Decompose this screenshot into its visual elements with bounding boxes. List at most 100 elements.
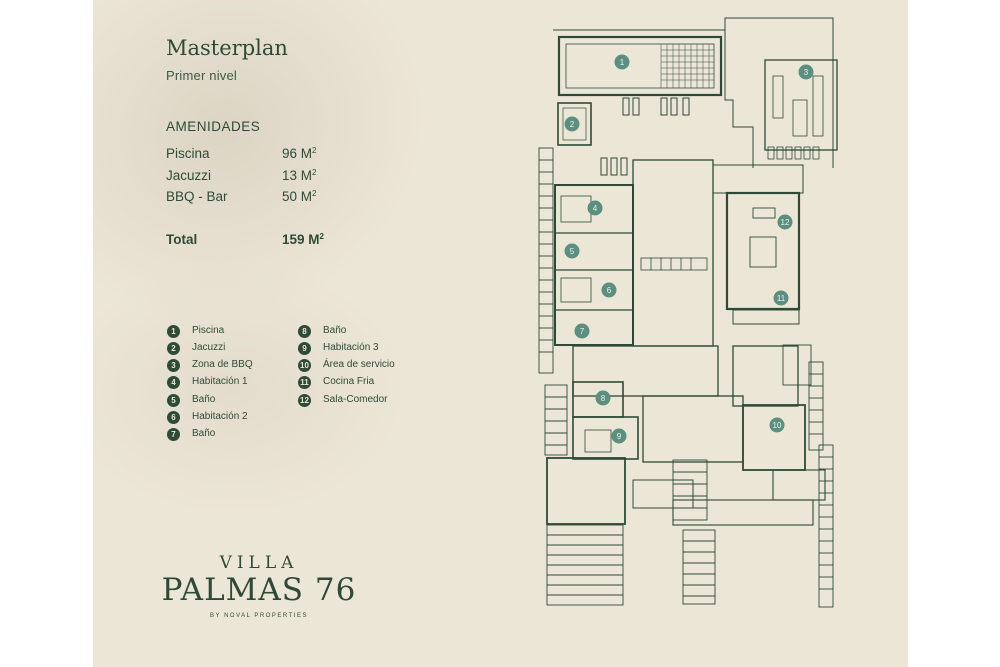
- lounger-group: [600, 97, 690, 176]
- total-unit-sup: 2: [319, 232, 324, 241]
- jacuzzi-inner: [562, 107, 587, 141]
- service-block: [732, 345, 799, 407]
- legend-label: Baño: [323, 325, 347, 336]
- legend-item: 10 Área de servicio: [298, 358, 395, 372]
- jacuzzi-outline: [557, 102, 592, 146]
- plan-marker: [564, 116, 580, 132]
- amenity-name: Piscina: [166, 146, 210, 161]
- amenity-row: Jacuzzi 13 M2: [166, 168, 316, 183]
- plan-marker-label: 10: [773, 421, 782, 430]
- legend-number-badge: 11: [298, 375, 311, 389]
- legend-label: Habitación 1: [192, 376, 248, 387]
- legend-label: Área de servicio: [323, 359, 395, 370]
- bed: [560, 277, 592, 303]
- plan-marker-label: 9: [617, 432, 622, 441]
- plan-marker-label: 5: [570, 247, 575, 256]
- service-room: [782, 344, 812, 386]
- shadow-overlay: [93, 260, 413, 520]
- legend-item: 11 Cocina Fria: [298, 375, 374, 389]
- plan-marker: [601, 282, 617, 298]
- floor-plan: 1 2 3 4 5 6 7 8 9 10 11 12: [538, 17, 838, 608]
- central-corridor: [632, 159, 714, 347]
- logo-byline: BY NOVAL PROPERTIES: [210, 613, 308, 619]
- legend-item: 9 Habitación 3: [298, 341, 379, 355]
- amenities-heading: AMENIDADES: [166, 119, 261, 134]
- plan-marker-label: 4: [593, 204, 598, 213]
- amenity-row: Piscina 96 M2: [166, 146, 316, 161]
- plan-marker: [587, 200, 603, 216]
- terrace-outline: [724, 30, 754, 168]
- plan-marker-label: 3: [804, 68, 809, 77]
- legend-number-badge: 12: [298, 393, 311, 407]
- plan-marker: [611, 428, 627, 444]
- left-stairs: [538, 147, 568, 456]
- amenity-row: BBQ - Bar 50 M2: [166, 189, 316, 204]
- garage: [546, 457, 626, 525]
- central-block: [572, 345, 719, 397]
- hall: [642, 395, 744, 463]
- bed: [584, 429, 612, 453]
- bbq-bar: [812, 75, 824, 137]
- amenity-name: BBQ - Bar: [166, 189, 228, 204]
- legend-label: Cocina Fria: [323, 376, 375, 387]
- pool-inner: [565, 43, 715, 89]
- bbq-stools: [767, 146, 820, 160]
- plan-marker: [574, 323, 590, 339]
- plan-marker-label: 11: [777, 294, 786, 303]
- legend-number-badge: 2: [167, 341, 180, 355]
- amenity-unit-sup: 2: [312, 146, 317, 155]
- dining-table: [749, 236, 777, 268]
- legend-number-badge: 10: [298, 358, 311, 372]
- legend-label: Jacuzzi: [192, 342, 226, 353]
- amenity-value: 96 M: [282, 146, 313, 161]
- plan-marker: [769, 417, 785, 433]
- plan-marker-label: 2: [570, 120, 575, 129]
- legend-item: 12 Sala-Comedor: [298, 393, 387, 407]
- sofa: [752, 207, 776, 219]
- plan-marker-label: 12: [781, 218, 790, 227]
- service-area: [742, 404, 806, 471]
- legend-label: Zona de BBQ: [192, 359, 253, 370]
- bbq-counter: [772, 75, 784, 119]
- plan-marker: [564, 243, 580, 259]
- page-subtitle: Primer nivel: [166, 68, 238, 83]
- legend-number-badge: 1: [167, 324, 180, 338]
- amenity-name: Jacuzzi: [166, 168, 212, 183]
- plan-marker-label: 6: [607, 286, 612, 295]
- total-label: Total: [166, 232, 198, 247]
- living-dining-room: [725, 191, 801, 311]
- lower-step: [632, 479, 694, 509]
- plan-marker: [614, 54, 630, 70]
- legend-label: Sala-Comedor: [323, 394, 388, 405]
- legend-label: Baño: [192, 394, 216, 405]
- plan-marker-label: 1: [620, 58, 625, 67]
- lower-stairs: [546, 459, 716, 606]
- legend-number-badge: 6: [167, 410, 180, 424]
- plan-marker-label: 7: [580, 327, 585, 336]
- driveway: [672, 499, 814, 526]
- legend-label: Habitación 3: [323, 342, 379, 353]
- amenity-total-row: Total 159 M2: [166, 232, 324, 247]
- plan-marker: [595, 390, 611, 406]
- legend-number-badge: 9: [298, 341, 311, 355]
- terrace-outline: [553, 17, 834, 168]
- bbq-table: [792, 99, 808, 137]
- logo-name: PALMAS 76: [161, 572, 357, 608]
- masterplan-card: Masterplan Primer nivel AMENIDADES Pisci…: [93, 0, 908, 667]
- total-value: 159 M: [282, 232, 320, 247]
- kitchen-counter: [732, 309, 800, 325]
- bedroom-3: [572, 416, 639, 460]
- amenity-value: 50 M: [282, 189, 313, 204]
- amenity-unit-sup: 2: [312, 168, 317, 177]
- legend-label: Baño: [192, 428, 216, 439]
- corridor-stairs: [640, 257, 708, 271]
- plan-marker: [777, 214, 793, 230]
- logo-villa-text: VILLA: [219, 553, 299, 573]
- legend-item: 2 Jacuzzi: [167, 341, 225, 355]
- page-title: Masterplan: [166, 36, 288, 60]
